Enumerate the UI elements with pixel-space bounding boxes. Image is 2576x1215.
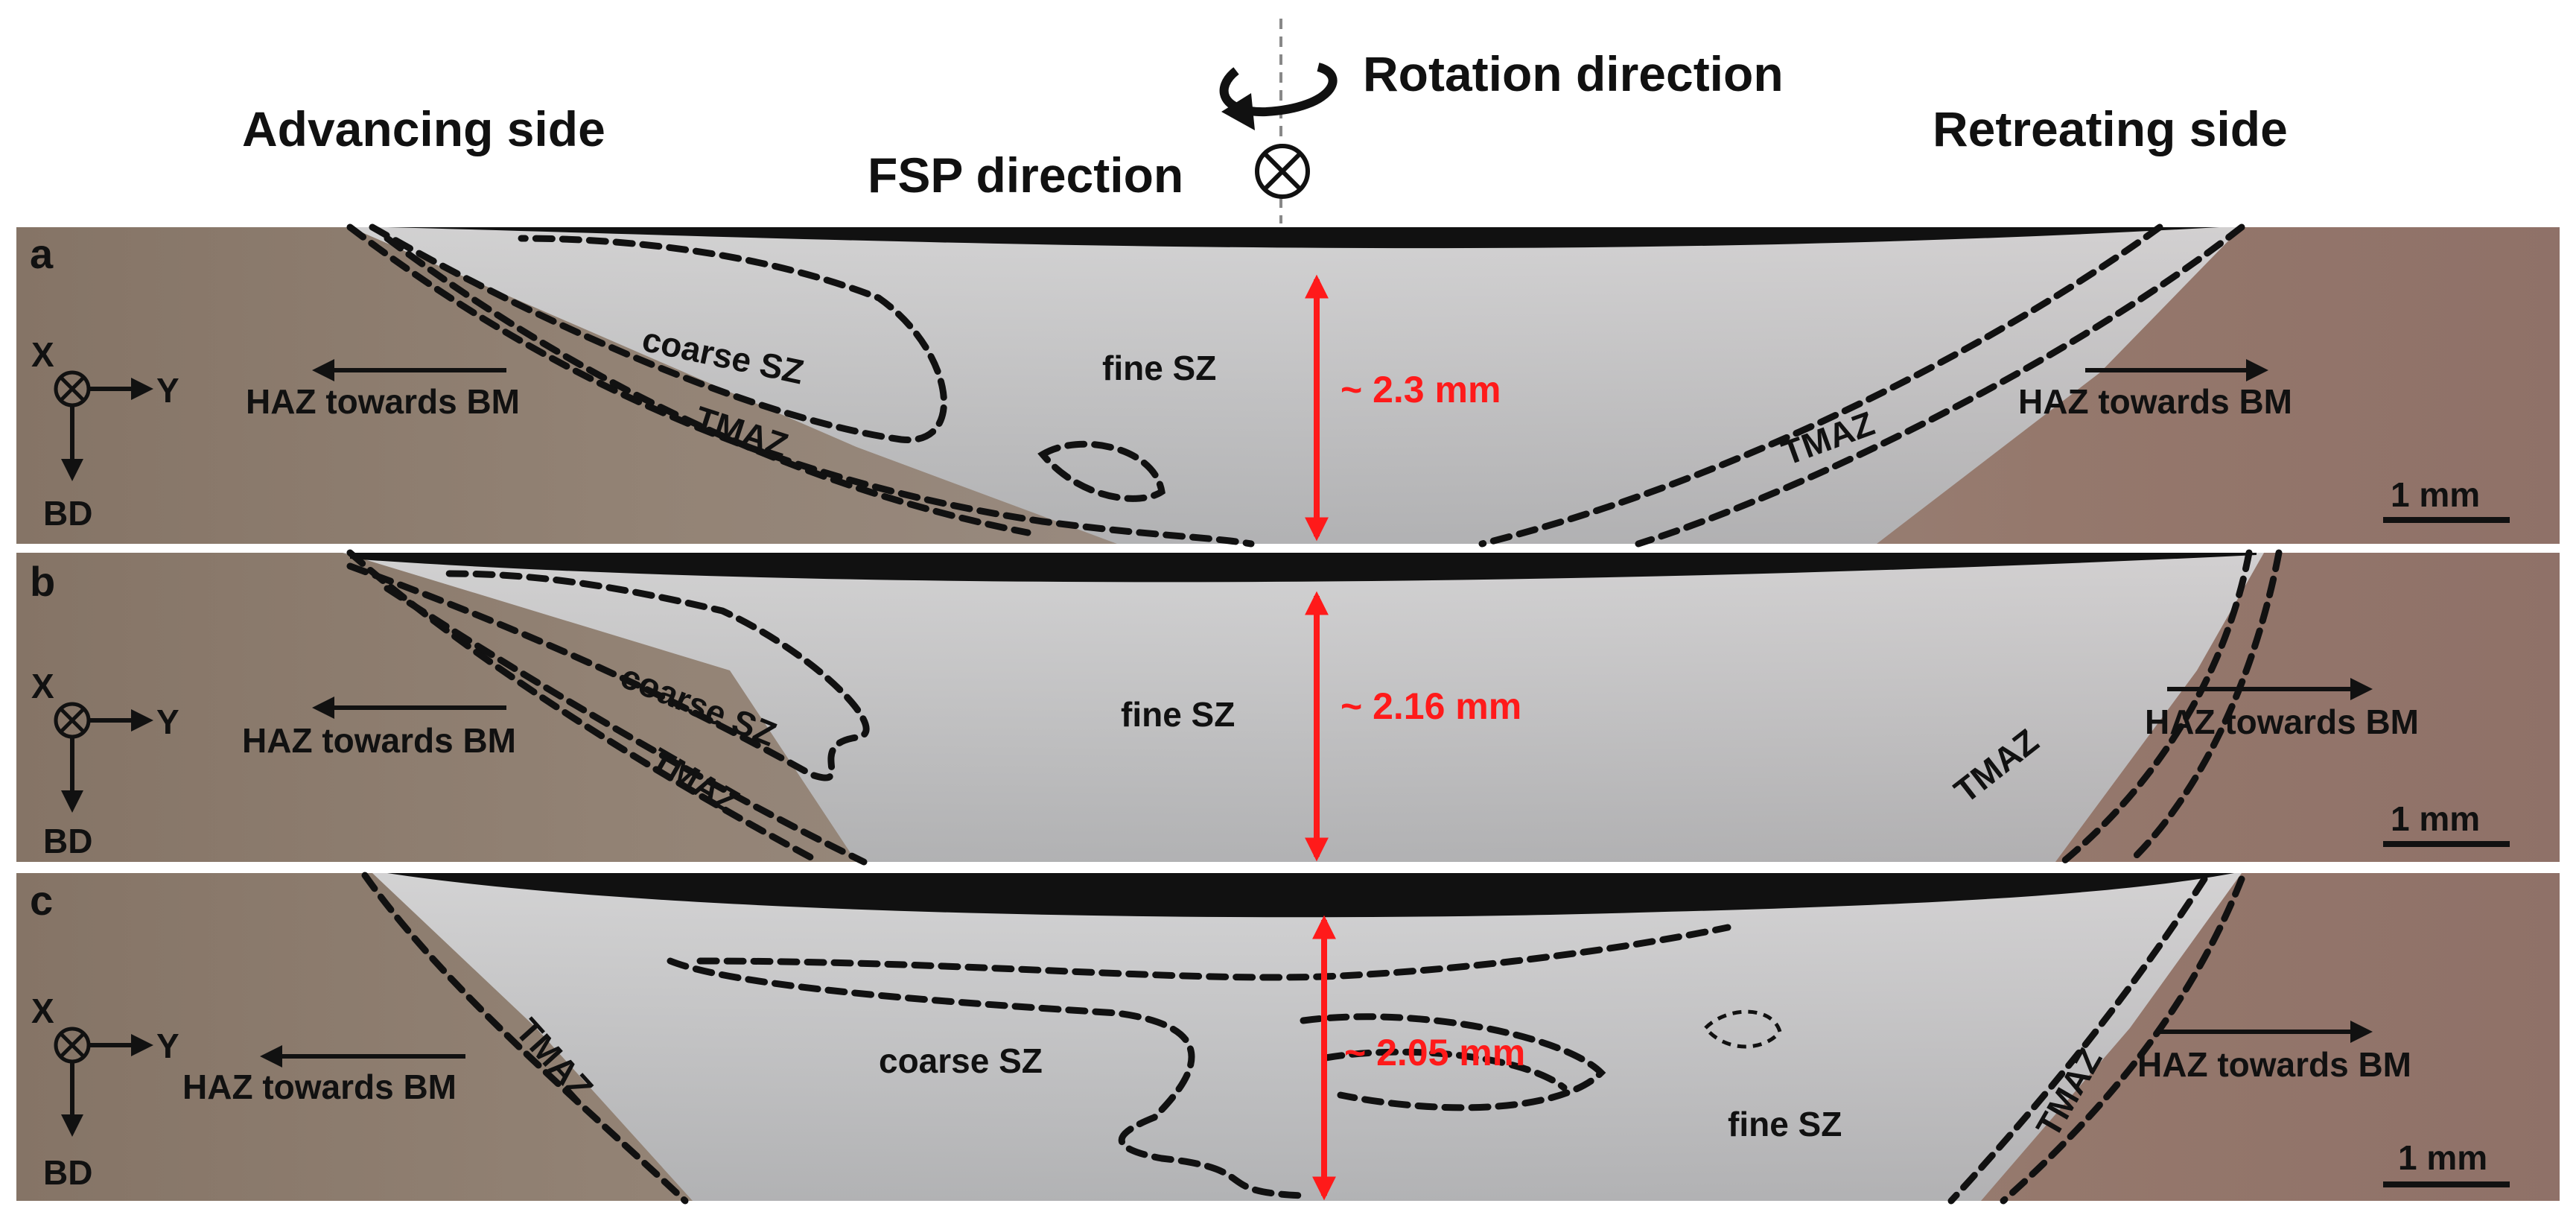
panel-b-haz-left-label: HAZ towards BM	[242, 721, 516, 760]
panel-c-scale-label: 1 mm	[2398, 1138, 2487, 1177]
panel-a-axis-bd: BD	[43, 494, 92, 533]
panel-c-coarse-sz-label: coarse SZ	[879, 1041, 1043, 1080]
fsp-direction-label: FSP direction	[868, 147, 1183, 203]
panel-a-coordinate-axes: X Y BD	[31, 335, 179, 533]
panel-b: b coarse SZ fine SZ TMAZ TMAZ HAZ toward…	[16, 549, 2560, 866]
panel-a-coarse-sz-boundary	[369, 223, 947, 443]
panel-b-scale-label: 1 mm	[2391, 799, 2480, 838]
panel-c-stir-zone	[372, 873, 2242, 1201]
panel-c-tmaz-left-boundary	[361, 872, 689, 1205]
panel-c-haz-right-label: HAZ towards BM	[2137, 1045, 2411, 1084]
panel-c-coarse-sz-lower-boundary	[667, 957, 1307, 1199]
panel-c-axis-y: Y	[156, 1027, 179, 1065]
panel-a-axis-x: X	[31, 335, 54, 374]
panel-a-tmaz-boundary-1	[346, 223, 1255, 548]
panel-a-thickness-label: ~ 2.3 mm	[1341, 369, 1501, 410]
panel-c-tmaz-right-boundary-1	[2000, 875, 2245, 1205]
panel-c-haz-left-label: HAZ towards BM	[182, 1068, 457, 1106]
panel-b-rs-boundary-2	[2126, 549, 2283, 866]
panel-b-coordinate-axes: X Y BD	[31, 667, 179, 860]
panel-b-axis-y: Y	[156, 702, 179, 741]
panel-a-top-surface	[387, 227, 2219, 249]
panel-b-axis-x: X	[31, 667, 54, 705]
panel-b-letter: b	[30, 558, 55, 605]
panel-c-tmaz-right-boundary-2	[1947, 875, 2208, 1205]
panel-a-inclusion-boundary	[1037, 440, 1165, 502]
panel-b-coarse-sz-boundary	[346, 562, 870, 781]
advancing-side-label: Advancing side	[242, 101, 605, 156]
retreating-side-label: Retreating side	[1933, 101, 2288, 156]
rotation-arrow-icon	[1219, 63, 1338, 130]
panel-c-coarse-sz-upper-boundary	[696, 924, 1731, 981]
panel-b-stir-zone	[343, 553, 2264, 862]
panel-b-top-surface	[350, 553, 2257, 583]
panel-a-stir-zone	[350, 227, 2242, 544]
panel-b-tmaz-boundary-2	[384, 585, 868, 866]
panel-a-tmaz-boundary-2	[384, 235, 1031, 536]
figure-header: Advancing side Retreating side Rotation …	[242, 19, 2288, 223]
panel-a-haz-right-label: HAZ towards BM	[2018, 382, 2292, 421]
panel-b-thickness-label: ~ 2.16 mm	[1341, 685, 1521, 727]
panel-c-axis-bd: BD	[43, 1153, 92, 1192]
panel-a-axis-y: Y	[156, 371, 179, 410]
panel-a-letter: a	[30, 230, 54, 277]
panel-c-top-surface	[387, 873, 2234, 918]
panel-c-coordinate-axes: X Y BD	[31, 992, 179, 1192]
panel-a-rs-boundary-2	[1478, 223, 2163, 548]
panel-a-haz-left-label: HAZ towards BM	[246, 382, 520, 421]
panel-c: c coarse SZ fine SZ TMAZ TMAZ HAZ toward…	[16, 872, 2560, 1205]
panel-b-axis-bd: BD	[43, 822, 92, 860]
rotation-direction-label: Rotation direction	[1363, 46, 1784, 101]
panel-a-fine-sz-label: fine SZ	[1102, 349, 1216, 387]
panel-a-rs-boundary-1	[1635, 223, 2245, 548]
panel-b-fine-sz-label: fine SZ	[1121, 695, 1235, 734]
into-page-direction-icon	[1255, 144, 1310, 199]
panel-c-banded-region-2	[1322, 1048, 1568, 1091]
panel-c-banded-region-1	[1300, 1013, 1606, 1111]
panel-a: a coarse SZ fine SZ TMAZ TMAZ HAZ toward…	[16, 223, 2560, 548]
panel-c-small-inclusion	[1702, 1009, 1782, 1049]
panel-b-haz-right-label: HAZ towards BM	[2145, 702, 2419, 741]
panel-c-thickness-label: ~ 2.05 mm	[1344, 1032, 1525, 1073]
panel-c-fine-sz-label: fine SZ	[1728, 1105, 1842, 1143]
panel-c-letter: c	[30, 877, 53, 924]
panel-c-axis-x: X	[31, 992, 54, 1030]
panel-a-scale-label: 1 mm	[2391, 475, 2480, 514]
